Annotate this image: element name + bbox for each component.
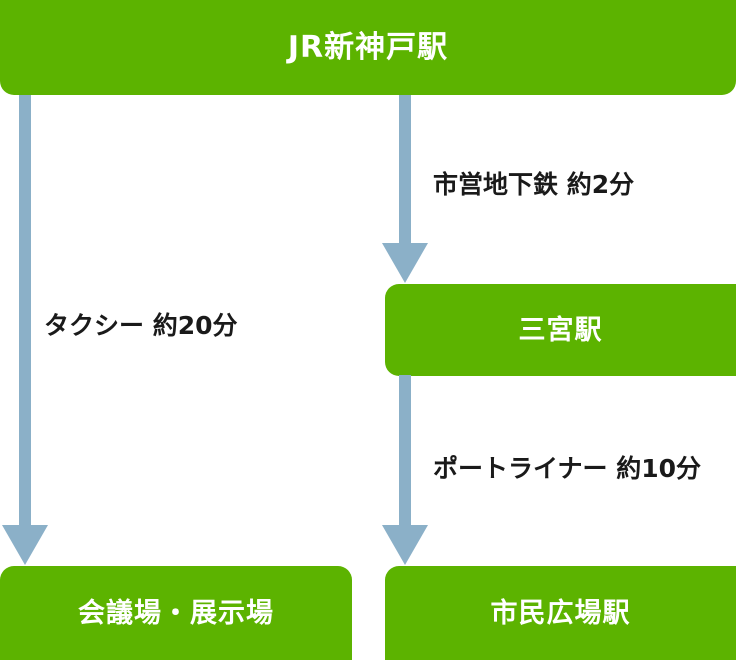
edge-label-subway: 市営地下鉄 約2分 <box>433 170 635 199</box>
edge-label-portliner: ポートライナー 約10分 <box>433 454 701 483</box>
node-jr-shin-kobe: JR新神戸駅 <box>0 0 736 95</box>
edge-label-taxi: タクシー 約20分 <box>44 311 238 340</box>
arrow-shaft <box>399 95 411 243</box>
arrow-head <box>382 243 428 283</box>
node-kaigijo-tenjijo: 会議場・展示場 <box>0 566 352 660</box>
node-label-jr-shin-kobe: JR新神戸駅 <box>287 29 449 65</box>
node-label-shimin-hiroba: 市民広場駅 <box>490 597 631 629</box>
node-shimin-hiroba: 市民広場駅 <box>385 566 736 660</box>
node-label-kaigijo-tenjijo: 会議場・展示場 <box>78 597 274 629</box>
arrow-shaft <box>399 375 411 525</box>
arrow-down-subway <box>382 95 428 283</box>
arrow-down-taxi <box>2 95 48 565</box>
node-sannomiya: 三宮駅 <box>385 284 736 376</box>
arrow-shaft <box>19 95 31 525</box>
node-label-sannomiya: 三宮駅 <box>518 314 603 346</box>
arrow-down-portliner <box>382 375 428 565</box>
arrow-head <box>382 525 428 565</box>
arrow-head <box>2 525 48 565</box>
